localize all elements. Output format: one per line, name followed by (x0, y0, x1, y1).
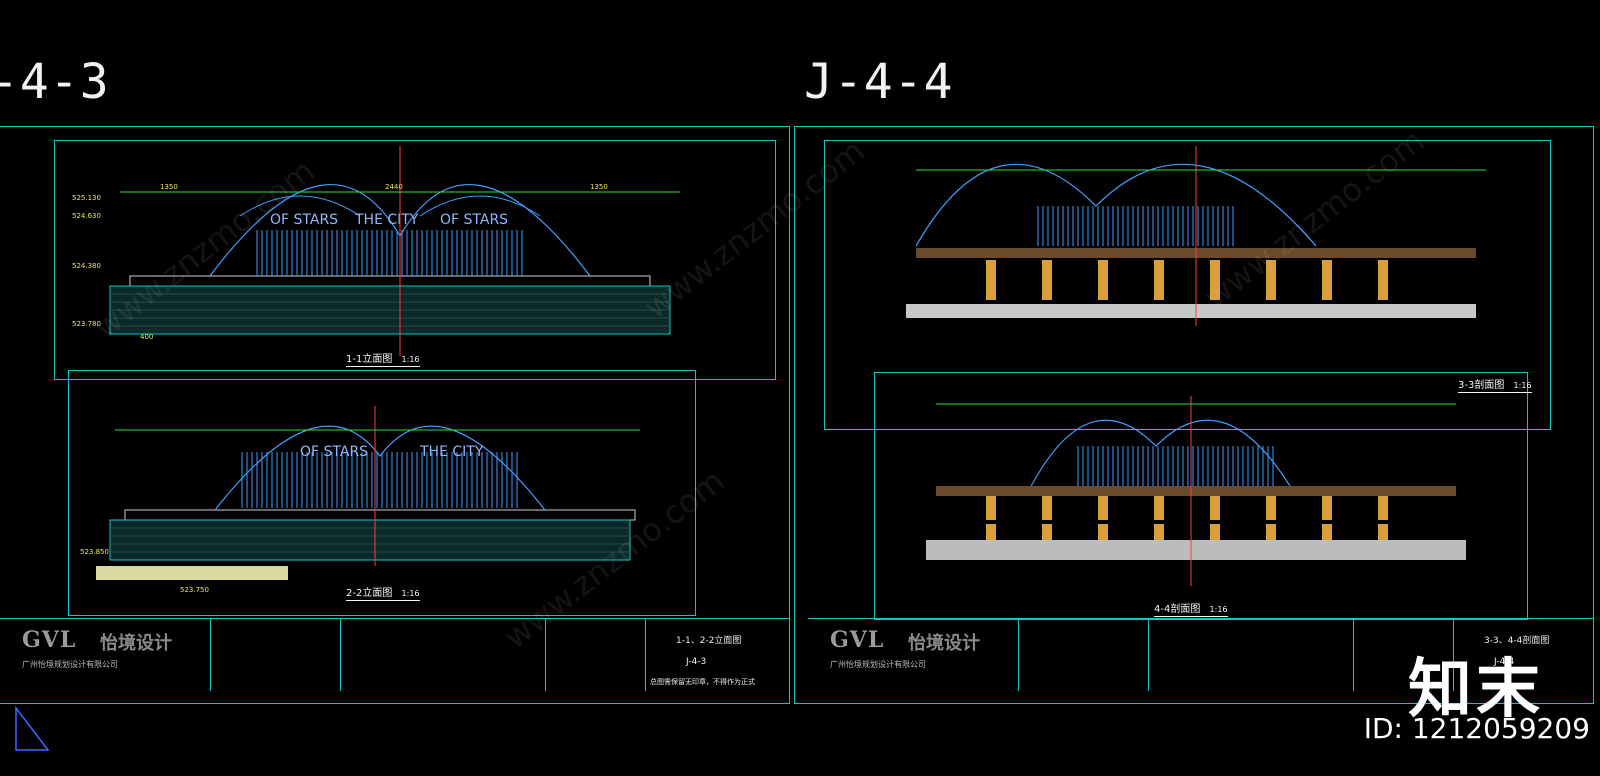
sign-text-5: THE CITY (419, 444, 484, 460)
sheet-number-right: J-4-4 (1494, 657, 1515, 667)
section-3-3 (906, 146, 1486, 326)
left-tb-cell-4 (545, 619, 645, 691)
fountain-arc-r1 (915, 163, 1317, 247)
right-tb-cell-3 (1148, 619, 1353, 691)
elevation-2-2: OF STARS THE CITY 523.850 523.750 (80, 406, 640, 594)
logo-cn-left: 怡境设计 (100, 633, 172, 654)
water-curtain-r1 (1036, 206, 1236, 246)
hatch-2 (110, 527, 630, 553)
sheet-title-right: J-4-4 (804, 54, 954, 110)
left-sheet-frame (0, 126, 790, 704)
view-label-2-2: 2-2立面图 1:16 (346, 584, 420, 601)
elevation-1-1: OF STARS THE CITY OF STARS 1350 2440 135… (72, 146, 680, 356)
dim-2440: 2440 (385, 183, 403, 191)
water-curtain-2 (240, 452, 520, 508)
fountain-arc-2 (239, 195, 541, 217)
columns-r1 (956, 258, 1396, 304)
dim-400: 400 (140, 333, 153, 341)
sign-text-2: THE CITY (354, 212, 419, 228)
company-right: 广州怡境规划设计有限公司 (830, 660, 926, 669)
sign-text-3: OF STARS (440, 212, 508, 228)
left-tb-cell-2 (210, 619, 340, 691)
view-label-4-4: 4-4剖面图 1:16 (1154, 600, 1228, 617)
brand-watermark: 知末 (1408, 653, 1544, 727)
scale-3-3: 1:16 (1513, 381, 1532, 390)
elev-523-780: 523.780 (72, 320, 101, 328)
columns-r2 (976, 496, 1396, 540)
water-curtain-1 (255, 230, 525, 276)
sheet-title-left: -4-3 (0, 54, 110, 110)
left-drawing-area-bottom (68, 370, 696, 616)
sign-text-4: OF STARS (300, 444, 368, 460)
right-section-drawings (906, 146, 1486, 586)
right-tb-cell-2 (1018, 619, 1148, 691)
logo-right: GVL (830, 627, 885, 653)
right-tb-cell-5: 3-3、4-4剖面图 J-4-4 (1453, 619, 1593, 691)
sign-text-1: OF STARS (270, 212, 338, 228)
corner-triangle-icon (15, 706, 50, 751)
elev-524-630: 524.630 (72, 212, 101, 220)
sign-text-left: 总图需保留无印章，不得作为正式 (650, 678, 755, 686)
right-title-block: GVL 怡境设计 广州怡境规划设计有限公司 3-3、4-4剖面图 J-4-4 (808, 618, 1593, 691)
right-drawing-area-bottom (874, 372, 1528, 620)
elev-523-850: 523.850 (80, 548, 109, 556)
sheet-name-left: 1-1、2-2立面图 (676, 636, 742, 646)
company-left: 广州怡境规划设计有限公司 (22, 660, 118, 669)
elev-525-130: 525.130 (72, 194, 101, 202)
elev-523-750: 523.750 (180, 586, 209, 594)
scale-1-1: 1:16 (401, 355, 420, 364)
base-r2 (926, 540, 1466, 560)
sheet-name-right: 3-3、4-4剖面图 (1484, 636, 1550, 646)
base-r1 (906, 304, 1476, 318)
dim-1350-left: 1350 (160, 183, 178, 191)
scale-4-4: 1:16 (1209, 605, 1228, 614)
logo-left: GVL (22, 627, 77, 653)
section-4-4 (926, 396, 1466, 586)
deck-r2 (936, 486, 1456, 496)
elev-524-380: 524.380 (72, 262, 101, 270)
left-drawing-area-top (54, 140, 776, 380)
left-tb-cell-5: 1-1、2-2立面图 J-4-3 总图需保留无印章，不得作为正式 (645, 619, 790, 691)
view-label-1-1: 1-1立面图 1:16 (346, 350, 420, 367)
ground-strip (96, 566, 288, 580)
logo-cn-right: 怡境设计 (908, 633, 980, 654)
left-elevation-drawings: OF STARS THE CITY OF STARS 1350 2440 135… (72, 146, 680, 594)
dim-1350-right: 1350 (590, 183, 608, 191)
id-label: ID: 1212059209 (1363, 712, 1590, 745)
basin-1 (129, 275, 651, 287)
hatch-1 (110, 293, 670, 327)
basin-wall-2 (109, 519, 631, 561)
right-sheet-frame (794, 126, 1594, 704)
right-drawing-area-top (824, 140, 1551, 430)
left-title-block: GVL 怡境设计 广州怡境规划设计有限公司 1-1、2-2立面图 J-4-3 总… (0, 618, 790, 691)
scale-2-2: 1:16 (401, 589, 420, 598)
left-tb-cell-3 (340, 619, 545, 691)
sheet-number-left: J-4-3 (686, 657, 707, 667)
right-tb-cell-4 (1353, 619, 1453, 691)
basin-2 (124, 509, 636, 521)
view-label-3-3: 3-3剖面图 1:16 (1458, 376, 1532, 393)
